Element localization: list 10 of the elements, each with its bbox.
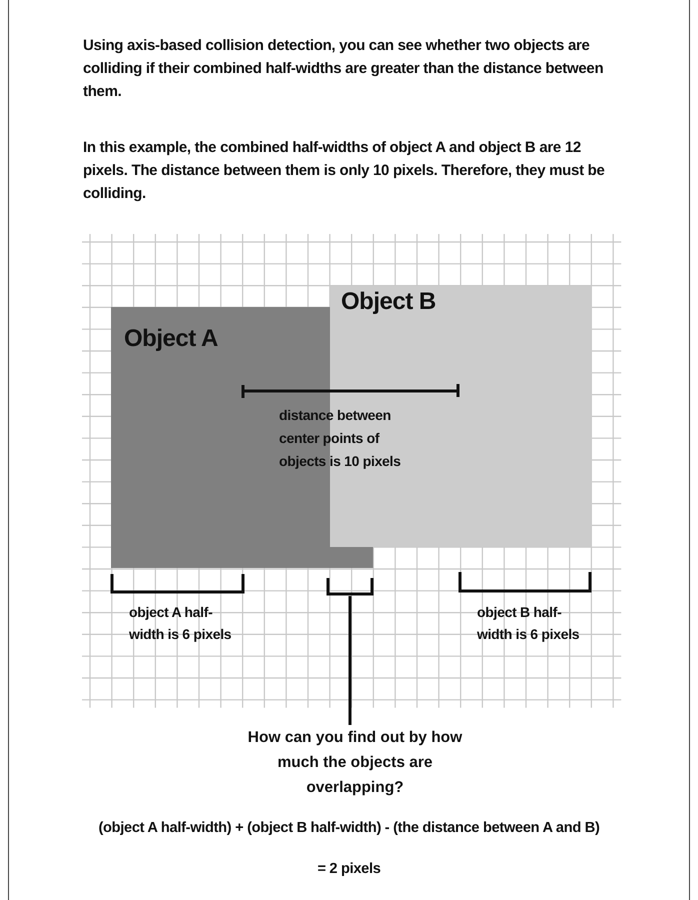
formula-result: = 2 pixels bbox=[316, 860, 382, 879]
leader-line bbox=[348, 596, 352, 725]
formula-text: (object A half-width) + (object B half-width) - (the distance between A and B) bbox=[97, 819, 601, 838]
intro-paragraph: In this example, the combined half-widths of object A and object B are 12 pixels. The distance between them is only 10 pixels. Therefore, they must be colliding. bbox=[83, 138, 606, 204]
question-text: How can you find out by how much the objects are overlapping? bbox=[230, 725, 480, 805]
measurement-label: object A half-width is 6 pixels bbox=[129, 603, 232, 644]
measurement-label: object B half-width is 6 pixels bbox=[477, 603, 580, 644]
object-label: Object B bbox=[341, 288, 436, 316]
intro-paragraph: Using axis-based collision detection, you can see whether two objects are colliding if their combined half-widths are greater than the distance between them. bbox=[83, 36, 604, 102]
object-label: Object A bbox=[124, 325, 218, 353]
